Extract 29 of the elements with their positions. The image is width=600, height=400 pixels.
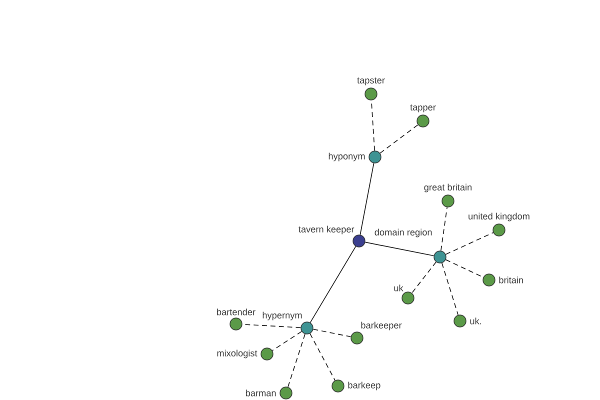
node-label: united kingdom: [468, 212, 530, 222]
connector-line: [445, 232, 494, 255]
node-label: barkeeper: [361, 322, 402, 330]
node-label: hyponym: [328, 152, 365, 162]
connector-line: [380, 124, 418, 154]
node-label: great britain: [424, 184, 472, 192]
connector-line: [288, 334, 306, 388]
node-label: tapper: [410, 104, 436, 112]
node-label: uk.: [470, 318, 482, 324]
connector-line: [445, 259, 484, 278]
node-label: barkeep: [348, 382, 380, 390]
node-label: uk: [394, 284, 404, 292]
connector-line: [312, 328, 352, 338]
node-label: tavern keeper: [298, 226, 354, 234]
connector-line: [360, 162, 374, 236]
connector-line: [310, 333, 336, 381]
connector-line: [364, 242, 434, 256]
node-label: bartender: [217, 308, 256, 316]
connector-line: [411, 262, 437, 294]
node-label: barman: [246, 390, 276, 396]
node-label: britain: [499, 276, 523, 284]
connector-line: [440, 206, 448, 252]
node-label: hypernym: [262, 312, 302, 320]
node-label: domain region: [374, 228, 432, 238]
connector-line: [441, 262, 459, 316]
connector-line: [310, 246, 356, 323]
node-label: tapster: [357, 78, 385, 86]
node-label: mixologist: [217, 350, 258, 358]
connector-line: [272, 331, 302, 351]
